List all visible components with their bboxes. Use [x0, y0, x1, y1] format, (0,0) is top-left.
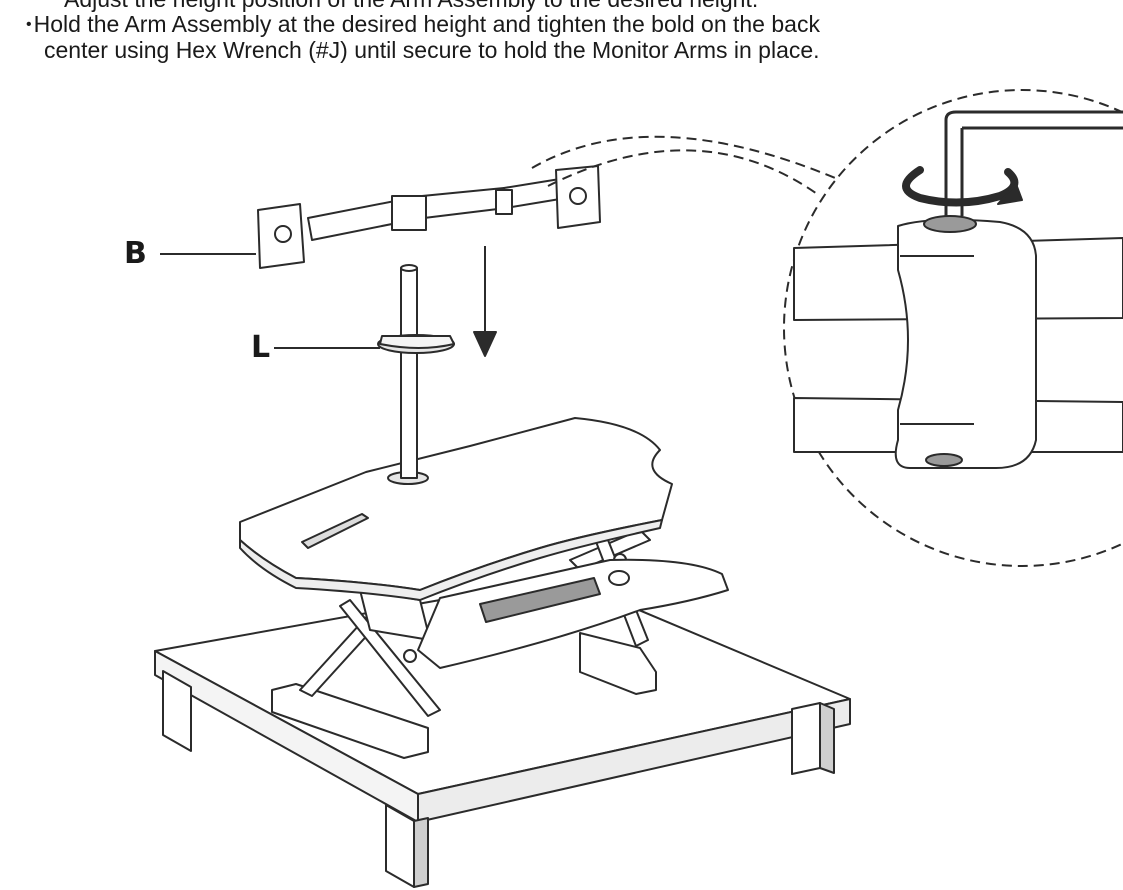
clamp-bolt	[923, 215, 977, 233]
detail-magnifier	[531, 89, 1123, 567]
arm-center-hub	[391, 195, 427, 231]
table-leg-left	[162, 670, 192, 752]
work-surface	[239, 417, 673, 601]
table	[154, 577, 851, 888]
scissor-leg-2	[339, 599, 441, 717]
clamp-body	[894, 218, 1037, 469]
detail-guide-line	[547, 149, 821, 197]
table-leg-front-side	[413, 817, 429, 888]
bullet-icon: •	[26, 16, 32, 33]
instruction-line-1-text: Hold the Arm Assembly at the desired hei…	[33, 11, 820, 37]
instruction-line-1: •Hold the Arm Assembly at the desired he…	[26, 11, 820, 38]
arm-right	[421, 187, 507, 219]
table-side-edge	[417, 698, 851, 823]
arm-left	[307, 199, 403, 241]
vesa-hub-right	[569, 187, 587, 205]
callout-b-label: B	[124, 236, 147, 271]
instruction-text: Adjust the height position of the Arm As…	[0, 0, 1123, 70]
work-surface-edge	[239, 519, 663, 601]
table-leg-right	[791, 702, 821, 775]
collar-l-top	[379, 335, 455, 349]
instruction-line-cut-off: Adjust the height position of the Arm As…	[64, 0, 758, 12]
hex-wrench	[944, 110, 1123, 216]
keyboard	[479, 577, 601, 623]
riser-base-foot	[271, 683, 429, 759]
pole	[400, 267, 418, 479]
down-arrow-icon	[473, 246, 497, 357]
pivot-bolt	[403, 649, 417, 663]
table-leg-right-side	[819, 702, 835, 774]
pole-assembly	[377, 264, 455, 479]
clamp-nut	[925, 453, 963, 467]
monitor-arm-assembly-b	[257, 165, 601, 269]
callout-l-label: L	[251, 330, 271, 365]
detail-guide-line	[531, 135, 841, 181]
slot	[301, 513, 369, 549]
keyboard-tray	[417, 558, 729, 669]
detail-circle	[783, 89, 1123, 567]
arm-joint	[495, 189, 513, 215]
pole-top	[400, 264, 418, 272]
vesa-hub-left	[274, 225, 292, 243]
keyboard-tray-surface	[417, 558, 729, 669]
instruction-line-2: center using Hex Wrench (#J) until secur…	[44, 37, 820, 63]
mouse	[608, 570, 630, 586]
rotate-arrow-icon	[902, 166, 1023, 207]
riser-base-foot-right	[579, 632, 657, 695]
